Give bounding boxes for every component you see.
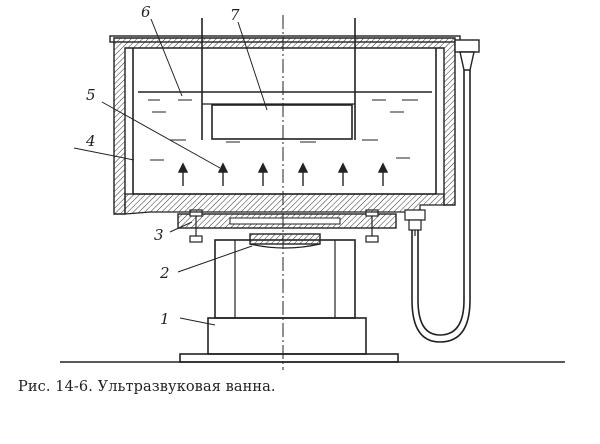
callout-label-6: 6 — [141, 3, 151, 21]
callout-label-4: 4 — [85, 132, 96, 150]
power-cable — [411, 70, 471, 343]
base-plate — [179, 353, 399, 363]
callout-label-5: 5 — [86, 86, 96, 104]
callout-3: 3 — [154, 221, 193, 244]
immersed-part — [211, 104, 353, 140]
callout-5: 5 — [86, 86, 221, 169]
liquid-dashes — [148, 99, 418, 161]
callout-label-3: 3 — [154, 226, 164, 244]
transducer-element — [249, 233, 321, 245]
callout-2: 2 — [159, 245, 253, 282]
figure-caption: Рис. 14-6. Ультразвуковая ванна. — [18, 379, 276, 395]
callout-6: 6 — [141, 3, 183, 97]
ultrasound-arrows — [177, 162, 389, 186]
callout-7: 7 — [230, 6, 268, 111]
callout-4: 4 — [73, 132, 135, 161]
outer-casing — [113, 37, 456, 215]
transducer-housing — [207, 317, 367, 355]
callout-1: 1 — [160, 310, 216, 328]
tank-rim — [109, 35, 461, 43]
cable-connector-bottom — [404, 209, 426, 236]
callout-label-7: 7 — [230, 6, 240, 24]
cable-connector-top — [454, 39, 480, 71]
callout-label-1: 1 — [160, 310, 170, 328]
callout-label-2: 2 — [159, 264, 170, 282]
